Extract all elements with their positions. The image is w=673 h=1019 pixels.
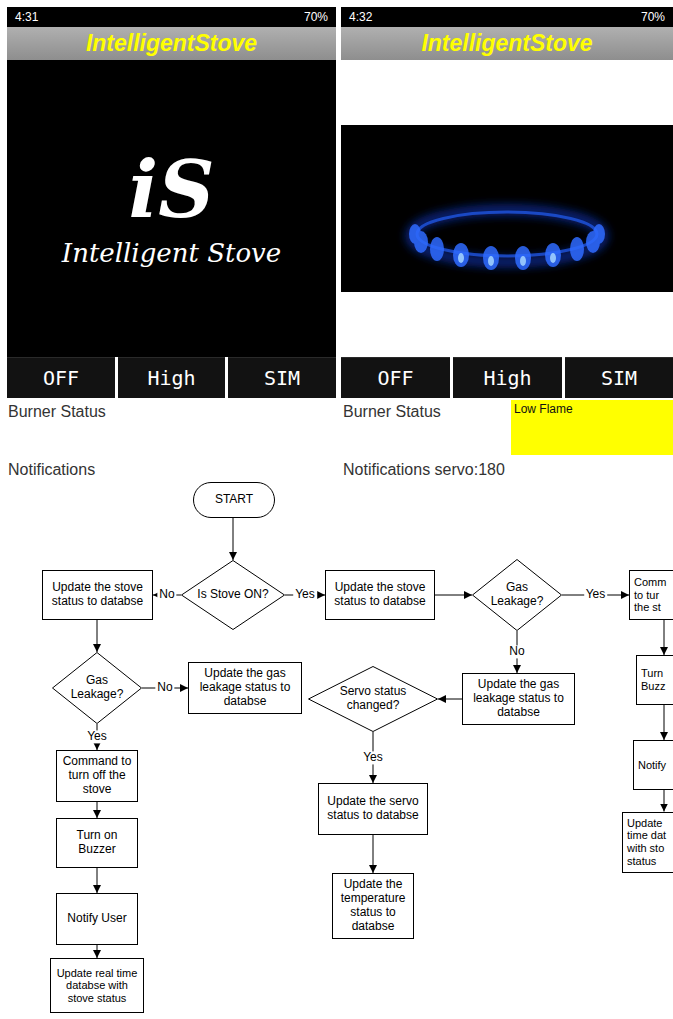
- status-bar: 4:31 70%: [7, 7, 336, 27]
- app-button: High: [453, 357, 562, 398]
- node-text: OFF: [43, 366, 79, 390]
- decision-diamond-shape: [53, 653, 142, 724]
- process-box: Comm to tur the st: [629, 570, 673, 620]
- app-button: SIM: [228, 357, 336, 398]
- status-text: 4:31: [15, 10, 38, 24]
- node-text: START: [215, 493, 253, 507]
- node-text: Notify User: [67, 912, 126, 926]
- app-title-bar: IntelligentStove: [7, 27, 336, 60]
- status-text: 4:32: [349, 10, 372, 24]
- flow-connector: [664, 790, 665, 812]
- node-text: Comm to tur the st: [634, 576, 669, 614]
- decision-diamond: Is Stove ON?: [181, 560, 285, 630]
- node-text: Turn on Buzzer: [60, 829, 134, 857]
- process-box: Turn on Buzzer: [56, 818, 138, 868]
- flame-cores: [458, 253, 556, 266]
- process-box: Update the gas leakage status to databse: [188, 662, 302, 714]
- node-text: Update the stove status to databse: [46, 581, 149, 609]
- node-text: Turn Buzz: [641, 667, 669, 692]
- node-text: Update time dat with sto status: [627, 817, 669, 868]
- node-text: High: [147, 366, 195, 390]
- node-text: SIM: [601, 366, 637, 390]
- edge-label: No: [157, 588, 176, 601]
- screen-label: Notifications servo:180: [343, 461, 505, 479]
- start-terminal: START: [193, 482, 275, 518]
- node-text: SIM: [264, 366, 300, 390]
- flow-connector: [233, 518, 234, 560]
- decision-diamond-shape: [473, 560, 562, 631]
- node-text: Update the stove status to databse: [329, 581, 431, 609]
- flame-tongues: [409, 224, 605, 270]
- node-text: Intelligent Stove: [62, 238, 281, 268]
- app-button: SIM: [565, 357, 673, 398]
- process-box: Update the servo status to databse: [318, 783, 428, 835]
- burner-status-box: Low Flame: [511, 400, 673, 455]
- logo-image: iS Intelligent Stove: [7, 60, 336, 357]
- status-bar: 4:32 70%: [341, 7, 673, 27]
- node-text: Update real time databse with stove stat…: [54, 967, 140, 1005]
- status-text: 70%: [641, 10, 665, 24]
- edge-label: Yes: [584, 588, 608, 601]
- flow-connector: [97, 868, 98, 893]
- flow-connector: [664, 705, 665, 740]
- decision-diamond: Gas Leakage?: [52, 652, 142, 724]
- decision-diamond: Gas Leakage?: [472, 559, 562, 631]
- flow-connector: [435, 595, 472, 596]
- node-text: Update the gas leakage status to databse: [466, 678, 571, 719]
- flow-connector: [438, 699, 462, 700]
- flow-connector: [664, 620, 665, 655]
- edge-label: Yes: [85, 730, 109, 743]
- screen-label: Burner Status: [8, 403, 106, 421]
- flow-connector: [97, 620, 98, 652]
- status-text: 70%: [304, 10, 328, 24]
- decision-diamond: Servo status changed?: [308, 666, 438, 732]
- flame-ring-back: [417, 212, 597, 256]
- app-title-bar: IntelligentStove: [341, 27, 673, 60]
- decision-diamond-shape: [182, 561, 285, 630]
- node-text: Update the temperature status to databse: [336, 878, 410, 933]
- decision-diamond-shape: [309, 667, 438, 732]
- edge-label: No: [507, 645, 526, 658]
- node-text: Low Flame: [514, 402, 573, 416]
- flow-connector: [373, 835, 374, 873]
- node-text: Update the gas leakage status to databse: [192, 667, 298, 708]
- process-box: Update the stove status to databse: [42, 570, 153, 620]
- edge-label: Yes: [361, 751, 385, 764]
- node-text: High: [483, 366, 531, 390]
- process-box: Notify User: [56, 893, 138, 945]
- flame-photo: [341, 125, 673, 292]
- edge-label: Yes: [293, 588, 317, 601]
- node-text: OFF: [377, 366, 413, 390]
- node-text: Is Stove ON?: [193, 588, 273, 602]
- flame-glow: [411, 210, 603, 262]
- node-text: Gas Leakage?: [68, 674, 126, 702]
- app-button: OFF: [341, 357, 450, 398]
- process-box: Update time dat with sto status: [622, 812, 673, 873]
- node-text: Update the servo status to databse: [322, 795, 424, 823]
- flow-connector: [97, 945, 98, 958]
- process-box: Update the gas leakage status to databse: [462, 673, 575, 725]
- node-text: Notify: [638, 759, 669, 772]
- process-box: Notify: [633, 740, 673, 790]
- process-box: Update real time databse with stove stat…: [50, 958, 144, 1013]
- edge-label: No: [155, 681, 174, 694]
- node-text: Command to turn off the stove: [60, 755, 134, 796]
- screen-label: Notifications: [8, 461, 95, 479]
- node-text: Servo status changed?: [332, 685, 414, 713]
- node-text: IntelligentStove: [421, 30, 592, 57]
- app-button: OFF: [7, 357, 115, 398]
- screen-label: Burner Status: [343, 403, 441, 421]
- process-box: Command to turn off the stove: [56, 750, 138, 802]
- node-text: iS: [129, 149, 215, 231]
- node-text: IntelligentStove: [86, 30, 257, 57]
- process-box: Update the temperature status to databse: [332, 873, 414, 939]
- process-box: Turn Buzz: [636, 655, 673, 705]
- flow-connector: [97, 802, 98, 818]
- node-text: Gas Leakage?: [488, 581, 546, 609]
- process-box: Update the stove status to databse: [325, 570, 435, 620]
- app-button: High: [118, 357, 225, 398]
